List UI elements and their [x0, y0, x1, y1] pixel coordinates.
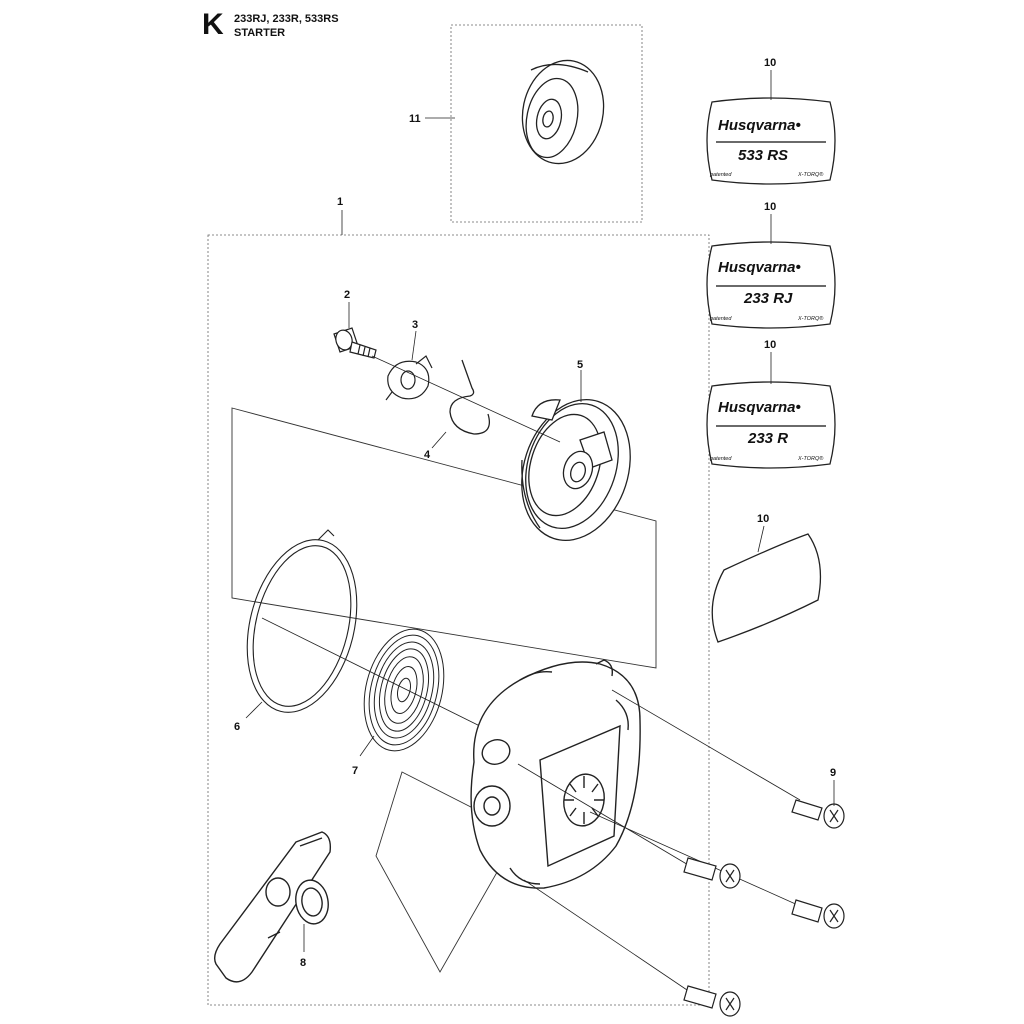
decal-2-model: 233 RJ — [743, 290, 793, 307]
section-title: STARTER — [234, 27, 286, 39]
leader-4 — [431, 431, 447, 449]
screw-9a — [791, 799, 845, 829]
callout-10-a: 10 — [764, 57, 776, 69]
axis-line-housing-4 — [523, 879, 691, 993]
axis-line-housing-2 — [517, 763, 691, 867]
callout-9: 9 — [830, 767, 836, 779]
part-3-pawl — [385, 355, 433, 401]
decal-1-model: 533 RS — [738, 147, 788, 164]
callout-8: 8 — [300, 957, 306, 969]
decal-2: Husqvarna• 233 RJ patented X-TORQ® — [706, 241, 836, 329]
callout-10-d: 10 — [757, 513, 769, 525]
decal-1: Husqvarna• 533 RS patented X-TORQ® — [706, 97, 836, 185]
decal-3: Husqvarna• 233 R patented X-TORQ® — [706, 381, 836, 469]
decal-3-note-right: X-TORQ® — [797, 455, 824, 462]
part-4-spring-clip — [449, 359, 491, 435]
part-11-group-box — [450, 24, 643, 223]
axis-line-middle — [261, 617, 501, 737]
leader-3 — [411, 330, 417, 361]
callout-7: 7 — [352, 765, 358, 777]
section-letter: K — [202, 8, 224, 41]
decal-1-note-right: X-TORQ® — [797, 171, 824, 178]
decal-2-note-left: patented — [709, 316, 732, 322]
leader-6 — [245, 701, 263, 719]
decal-1-brand: Husqvarna• — [718, 117, 801, 134]
screw-9d — [683, 985, 741, 1017]
decal-3-brand: Husqvarna• — [718, 399, 801, 416]
screw-9c — [791, 899, 845, 929]
model-list: 233RJ, 233R, 533RS — [234, 13, 339, 25]
callout-2: 2 — [344, 289, 350, 301]
decal-2-note-right: X-TORQ® — [797, 315, 824, 322]
decal-1-note-left: patented — [709, 172, 732, 178]
leader-10d — [757, 525, 765, 553]
callout-11: 11 — [409, 113, 421, 125]
part-7-recoil-spring — [363, 628, 445, 752]
callout-1: 1 — [337, 196, 343, 208]
pulley-plane-outline — [231, 407, 657, 669]
leader-7 — [359, 735, 375, 757]
axis-line-housing-1 — [611, 689, 801, 801]
part-9-screws — [683, 799, 845, 1017]
decal-4-blank — [711, 533, 822, 643]
callout-6: 6 — [234, 721, 240, 733]
decal-2-brand: Husqvarna• — [718, 259, 801, 276]
starter-housing — [470, 659, 641, 889]
part-5-rope-pulley — [521, 399, 631, 541]
part-1-group-box — [207, 234, 710, 1006]
callout-3: 3 — [412, 319, 418, 331]
decal-3-model: 233 R — [747, 430, 788, 447]
callout-10-c: 10 — [764, 339, 776, 351]
decal-3-note-left: patented — [709, 456, 732, 462]
callout-5: 5 — [577, 359, 583, 371]
part-11-pulley — [521, 59, 605, 165]
axis-line-upper — [371, 355, 561, 443]
part-8-handle — [213, 831, 332, 983]
callout-10-b: 10 — [764, 201, 776, 213]
callout-4: 4 — [424, 449, 431, 461]
screw-9b — [683, 857, 741, 889]
axis-line-housing-3 — [589, 811, 801, 907]
part-6-spring-wire — [246, 529, 358, 713]
part-2-screw — [333, 327, 377, 359]
